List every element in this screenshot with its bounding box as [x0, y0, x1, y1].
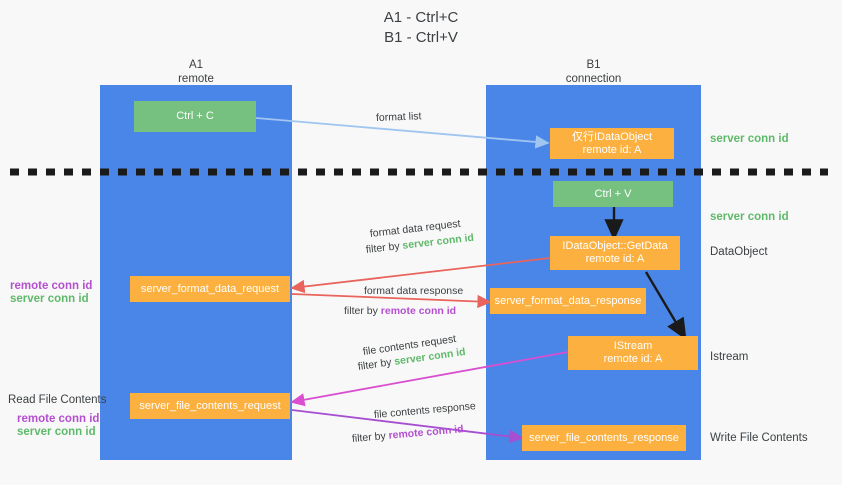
caption-format-data-response-line2: filter by remote conn id — [344, 305, 456, 318]
left-label-remote-conn-id-1: remote conn id — [10, 280, 93, 292]
lane-b1-role: connection — [565, 73, 622, 85]
lane-a1-role: remote — [178, 73, 214, 85]
node-ctrl-c-label: Ctrl + C — [176, 110, 214, 122]
left-label-remote-conn-id-2: remote conn id — [17, 413, 100, 425]
right-label-write-file-contents: Write File Contents — [710, 432, 808, 444]
lane-a1-name: A1 — [188, 59, 204, 71]
node-getdata[interactable]: IDataObject::GetData remote id: A — [550, 236, 680, 270]
title-line-1: A1 - Ctrl+C — [383, 9, 459, 26]
caption-file-contents-response-line1: file contents response — [373, 400, 477, 421]
node-getdata-label: IDataObject::GetData — [562, 240, 668, 252]
caption-file-contents-response-line2: filter by remote conn id — [351, 423, 464, 446]
caption-fmt-res-prefix: filter by — [344, 305, 381, 317]
node-istream[interactable]: IStream remote id: A — [568, 336, 698, 370]
node-server-file-contents-request[interactable]: server_file_contents_request — [130, 393, 290, 419]
node-server-format-data-response[interactable]: server_format_data_response — [490, 288, 646, 314]
node-server-format-data-response-label: server_format_data_response — [494, 294, 642, 307]
node-server-file-contents-response-label: server_file_contents_response — [529, 431, 679, 444]
lane-header-b1: B1 connection — [486, 58, 701, 86]
node-ctrl-v[interactable]: Ctrl + V — [553, 181, 673, 207]
caption-format-data-response-line1: format data response — [364, 285, 464, 297]
node-ctrl-v-label: Ctrl + V — [594, 187, 632, 200]
right-label-istream: Istream — [710, 351, 749, 363]
node-ctrl-c[interactable]: Ctrl + C — [134, 101, 256, 132]
caption-fmt-res-tag: remote conn id — [380, 305, 457, 317]
node-server-file-contents-request-label: server_file_contents_request — [139, 399, 281, 412]
node-istream-remote-id: remote id: A — [603, 353, 663, 365]
left-label-server-conn-id-1: server conn id — [10, 293, 89, 305]
caption-format-list: format list — [375, 110, 422, 124]
right-label-server-conn-id-2: server conn id — [710, 211, 789, 223]
node-server-format-data-request-label: server_format_data_request — [140, 282, 280, 295]
node-server-format-data-request[interactable]: server_format_data_request — [130, 276, 290, 302]
lane-b1-name: B1 — [586, 59, 601, 71]
left-label-read-file-contents: Read File Contents — [8, 394, 107, 406]
caption-fmt-req-prefix: filter by — [365, 239, 404, 256]
right-label-server-conn-id-1: server conn id — [710, 133, 789, 145]
right-label-dataobject: DataObject — [710, 246, 768, 258]
node-istream-label: IStream — [613, 340, 653, 352]
left-label-server-conn-id-2: server conn id — [17, 426, 96, 438]
node-getdata-remote-id: remote id: A — [585, 253, 645, 265]
node-server-file-contents-response[interactable]: server_file_contents_response — [522, 425, 686, 451]
title-line-2: B1 - Ctrl+V — [384, 29, 458, 46]
node-idataobject[interactable]: 仅行IDataObject remote id: A — [550, 128, 674, 159]
caption-file-req-prefix: filter by — [357, 355, 396, 373]
lane-header-a1: A1 remote — [100, 58, 292, 86]
page-title: A1 - Ctrl+C B1 - Ctrl+V — [0, 8, 842, 48]
caption-file-res-prefix: filter by — [351, 429, 390, 445]
node-idataobject-remote-id: remote id: A — [582, 143, 642, 156]
caption-file-res-tag: remote conn id — [388, 423, 465, 442]
node-idataobject-label: 仅行IDataObject — [571, 130, 653, 143]
